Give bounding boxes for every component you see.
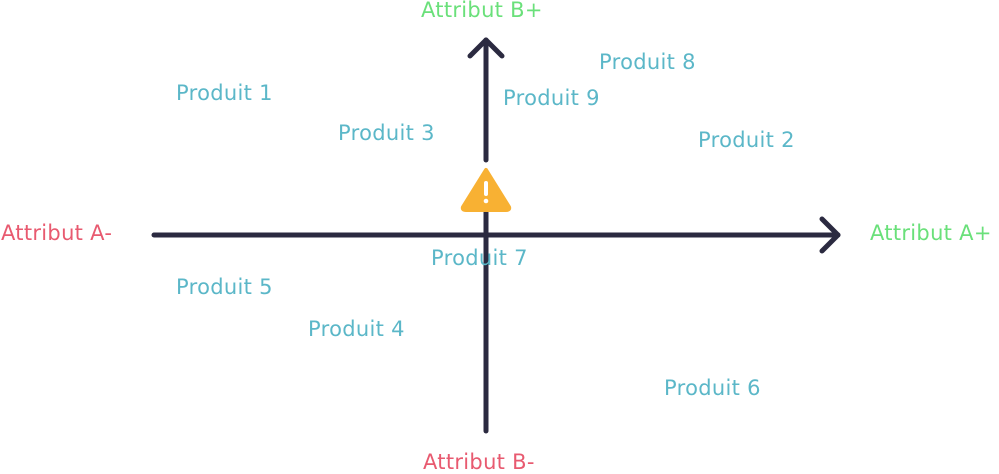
x-axis-positive-label: Attribut A+ [870,221,992,245]
warning-icon [460,168,512,212]
product-label: Produit 7 [431,246,528,270]
y-axis-arrowhead [467,37,505,59]
y-axis-positive-label: Attribut B+ [421,0,543,22]
product-label: Produit 4 [308,317,405,341]
y-axis-negative-label: Attribut B- [423,450,535,474]
product-label: Produit 3 [338,121,435,145]
product-label: Produit 1 [176,81,273,105]
x-axis-negative-label: Attribut A- [1,221,113,245]
product-label: Produit 5 [176,275,273,299]
product-label: Produit 8 [599,50,696,74]
product-label: Produit 9 [503,86,600,110]
x-axis-arrowhead [819,216,841,254]
product-label: Produit 6 [664,376,761,400]
product-label: Produit 2 [698,128,795,152]
